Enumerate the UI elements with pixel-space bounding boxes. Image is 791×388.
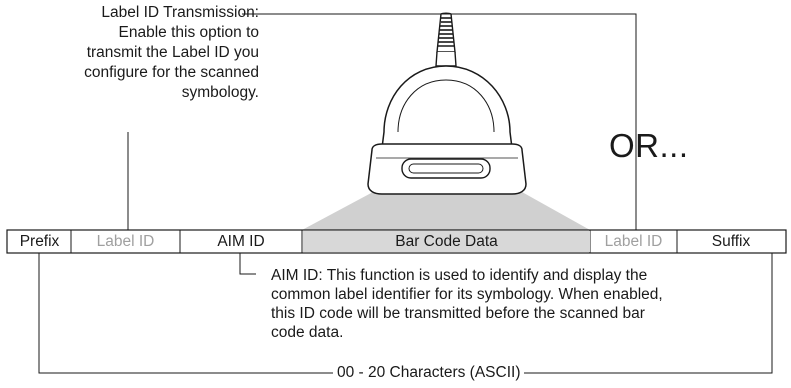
label-id-transmission-title: Label ID Transmission: <box>101 4 259 21</box>
aim-id-line-1: AIM ID: This function is used to identif… <box>271 267 648 284</box>
label-id-transmission-line-5: symbology. <box>181 84 259 101</box>
label-id-transmission-line-4: configure for the scanned <box>84 64 259 81</box>
scan-beam <box>302 192 590 230</box>
label-id-transmission-line-3: transmit the Label ID you <box>86 44 259 61</box>
segment-label-id-right: Label ID <box>604 232 663 250</box>
scanner-icon <box>367 65 527 195</box>
aim-id-line-4: code data. <box>271 324 344 341</box>
character-range-label: 00 - 20 Characters (ASCII) <box>333 364 525 382</box>
aim-id-description: AIM ID: This function is used to identif… <box>271 266 786 342</box>
aim-id-leader <box>239 253 256 275</box>
segment-suffix: Suffix <box>711 232 751 250</box>
scanner-cable <box>435 12 457 67</box>
segment-bar-code-data: Bar Code Data <box>303 231 590 252</box>
aim-id-line-2: common label identifier for its symbolog… <box>271 286 663 303</box>
label-id-right-bracket <box>242 13 637 230</box>
segment-label-id-left: Label ID <box>96 232 155 250</box>
or-text: OR... <box>609 127 689 164</box>
segment-prefix: Prefix <box>19 232 60 250</box>
label-id-transmission-note: Label ID Transmission: Enable this optio… <box>19 3 259 103</box>
aim-id-line-3: this ID code will be transmitted before … <box>271 305 645 322</box>
label-id-transmission-line-2: Enable this option to <box>118 24 259 41</box>
segment-aim-id: AIM ID <box>217 232 265 250</box>
